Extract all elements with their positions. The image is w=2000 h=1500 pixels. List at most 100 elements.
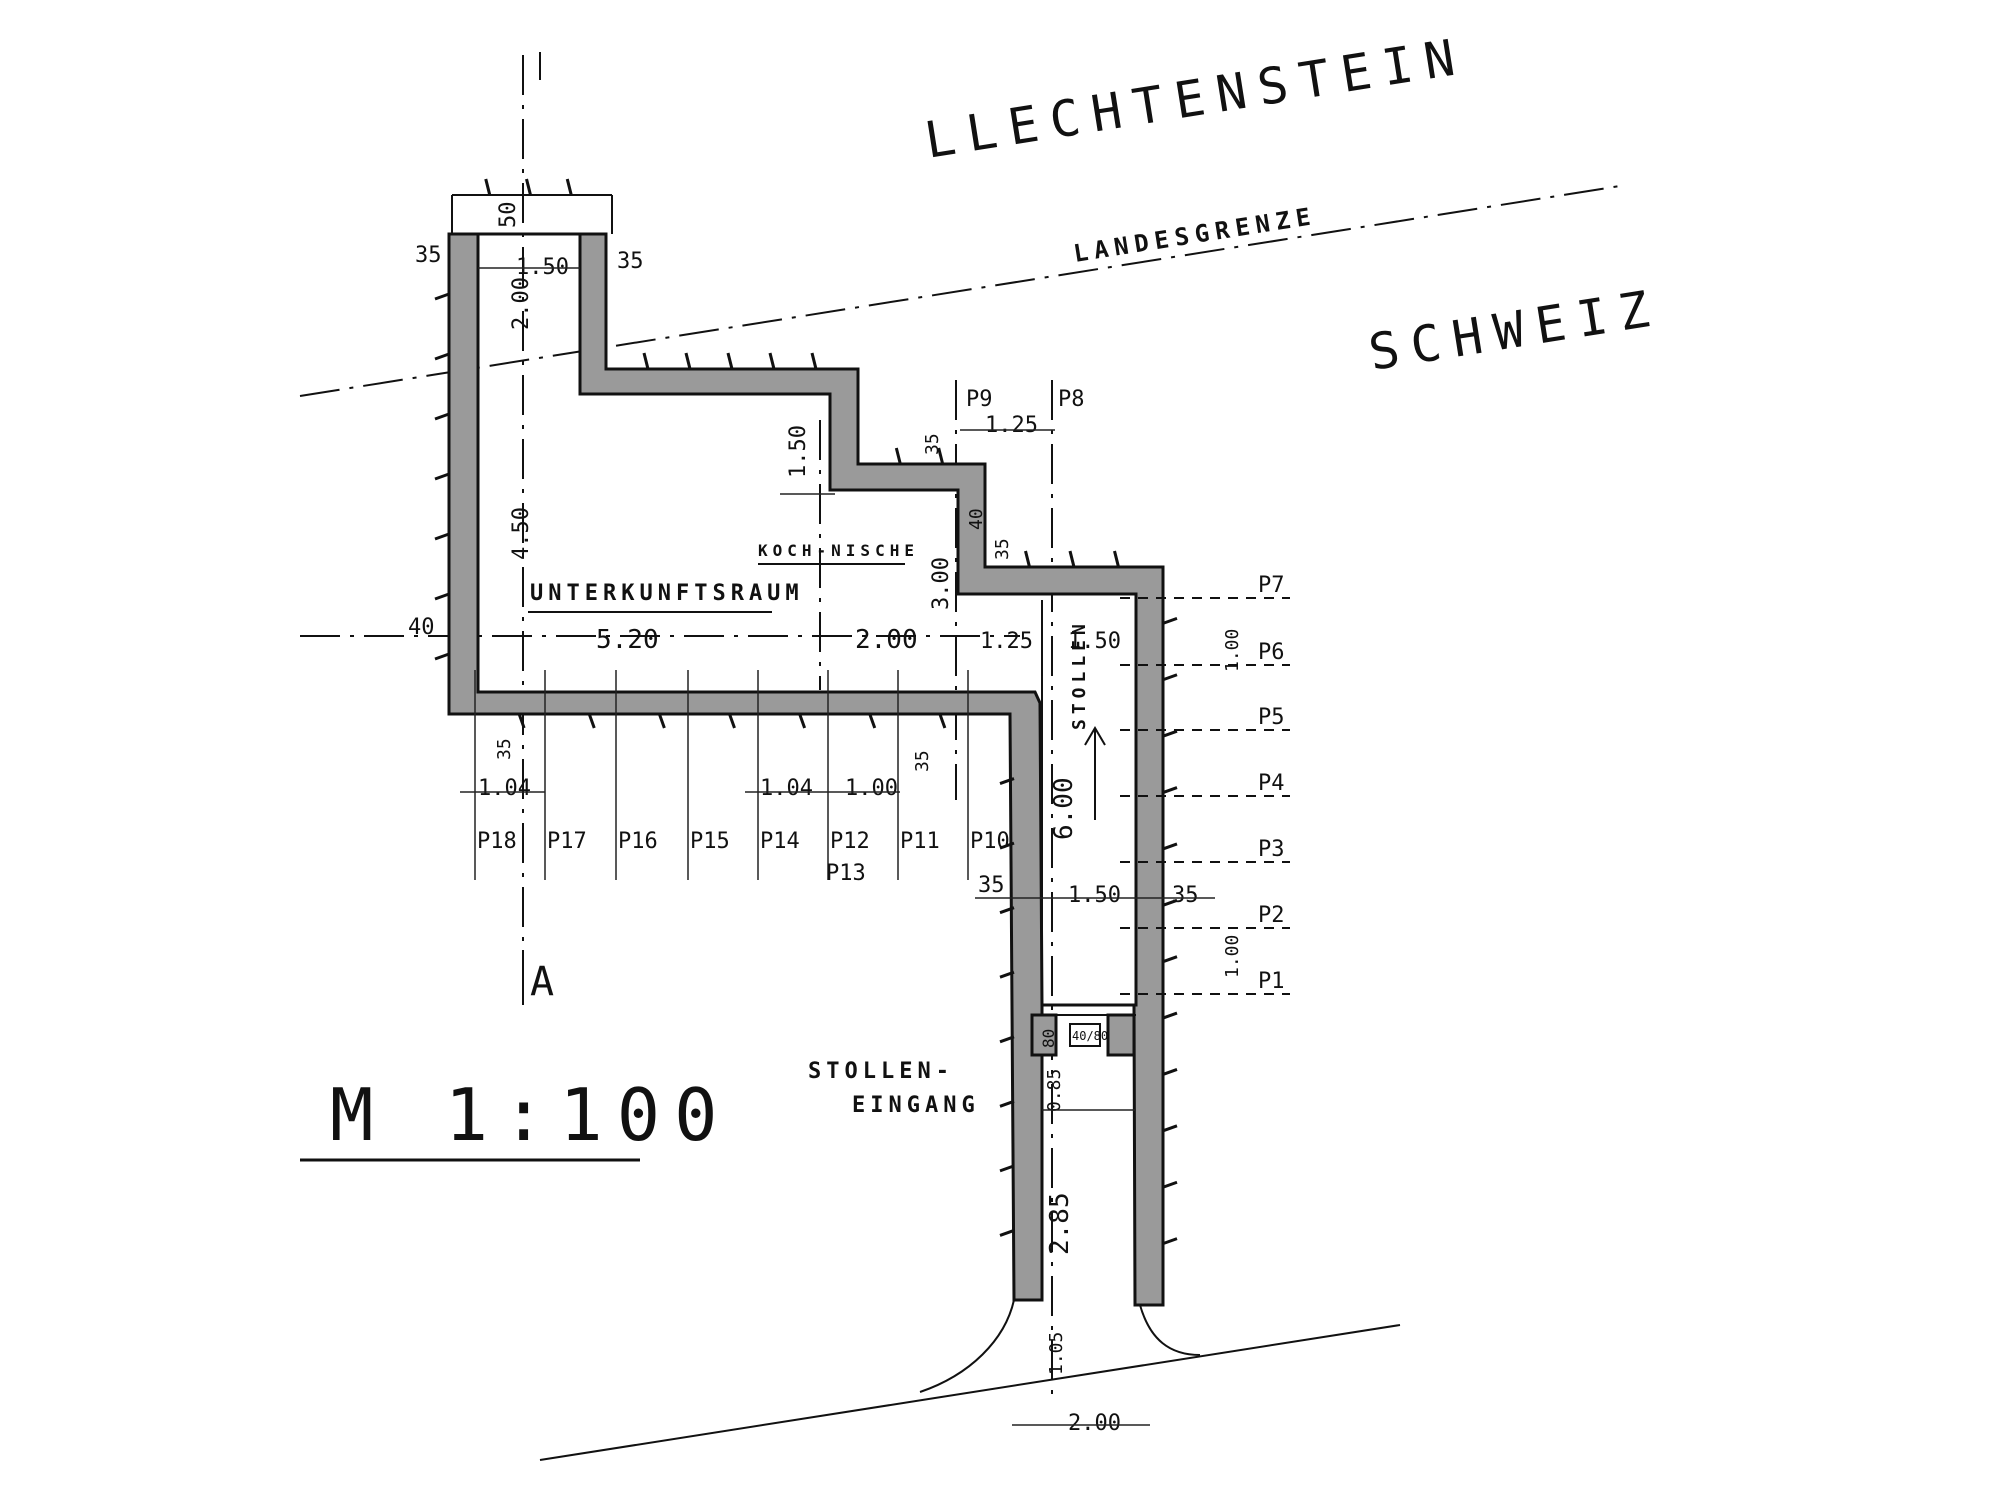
dim-35-step: 35 <box>922 433 943 455</box>
wall-tick <box>937 447 945 465</box>
dim-6-00: 6.00 <box>1049 777 1079 840</box>
post-label: P1 <box>1258 969 1285 994</box>
entrance-label-1: STOLLEN- <box>808 1059 954 1084</box>
wall-tick <box>484 178 492 196</box>
dim-4-50: 4.50 <box>509 507 534 560</box>
door-leaf <box>1069 1023 1101 1047</box>
wall-tick <box>517 713 526 729</box>
dim-35-bottom-left: 35 <box>494 738 515 760</box>
dim-50: 50 <box>496 202 521 229</box>
wall-tick <box>434 412 450 421</box>
wall-tick <box>1162 786 1178 794</box>
entrance-label-2: EINGANG <box>852 1093 980 1118</box>
wall-tick <box>999 906 1015 915</box>
post-label: P11 <box>900 829 940 854</box>
wall-tick <box>434 352 450 361</box>
wall-tick <box>525 178 532 196</box>
dim-35-right-top: 35 <box>617 249 644 274</box>
dim-1-04-left: 1.04 <box>478 776 531 801</box>
dim-2-00-bottom: 2.00 <box>1068 1411 1121 1436</box>
wall-tick <box>1162 1180 1178 1189</box>
dim-1-25-top: 1.25 <box>985 413 1038 438</box>
dim-1-05: 1.05 <box>1046 1332 1067 1375</box>
post-label: P16 <box>618 829 658 854</box>
entrance-curve-left <box>919 1299 1015 1393</box>
niche-label: KOCH-NISCHE <box>758 541 919 560</box>
border-label: LANDESGRENZE <box>1072 202 1319 268</box>
terrain-line <box>539 1324 1401 1461</box>
post-label: P8 <box>1058 387 1085 412</box>
corridor-arrowhead <box>1084 726 1106 746</box>
wall-tick <box>726 352 734 370</box>
post-label: P2 <box>1258 903 1285 928</box>
dim-0-85: 0.85 <box>1044 1069 1065 1112</box>
post-label: P9 <box>966 387 993 412</box>
wall-tick <box>999 970 1015 979</box>
dim-40-80: 40/80 <box>1072 1029 1108 1043</box>
wall-tick <box>999 1035 1015 1044</box>
wall-tick <box>728 713 736 729</box>
section-a-label: A <box>530 959 554 1005</box>
post-label: P14 <box>760 829 800 854</box>
wall-tick <box>1162 673 1178 682</box>
corridor-label: STOLLEN <box>1069 619 1090 730</box>
wall-tick <box>1162 729 1178 738</box>
dim-2-00-shaft: 2.00 <box>509 277 534 330</box>
wall-tick <box>868 713 877 729</box>
post-label: P12 <box>830 829 870 854</box>
post-p13: P13 <box>826 861 866 886</box>
wall-tick <box>1162 1011 1178 1020</box>
scale-label: M 1:100 <box>330 1073 731 1157</box>
post-label: P17 <box>547 829 587 854</box>
door-frame-left <box>1030 1013 1058 1057</box>
dim-1-50-corridor: 1.50 <box>1068 883 1121 908</box>
dim-1-25: 1.25 <box>980 629 1033 654</box>
wall-tick <box>999 1099 1015 1108</box>
dim-1-00-bottom: 1.00 <box>1222 935 1243 978</box>
post-label: P10 <box>970 829 1010 854</box>
wall-tick <box>1162 898 1178 907</box>
wall-tick <box>798 713 807 729</box>
post-label: P4 <box>1258 771 1285 796</box>
wall-tick <box>434 472 450 481</box>
wall-tick <box>1162 1124 1178 1133</box>
post-label: P6 <box>1258 640 1285 665</box>
wall-tick <box>1162 1237 1178 1246</box>
wall-tick <box>684 352 692 370</box>
dim-35-left-top: 35 <box>415 243 442 268</box>
wall-tick <box>565 178 573 196</box>
dim-5-20: 5.20 <box>596 625 659 655</box>
dim-35-corridor-left: 35 <box>978 873 1005 898</box>
door-frame-right <box>1106 1013 1136 1057</box>
wall-tick <box>642 352 650 370</box>
wall-tick <box>1113 550 1120 568</box>
dim-2-85: 2.85 <box>1045 1192 1075 1255</box>
dim-1-00-right: 1.00 <box>1222 629 1243 672</box>
dim-80: 80 <box>1039 1029 1058 1048</box>
national-border-line <box>299 185 1621 397</box>
dim-1-04-mid: 1.04 <box>760 776 813 801</box>
wall-tick <box>657 713 666 729</box>
posts-top: P9 P8 <box>966 387 1085 412</box>
wall-tick <box>434 532 450 541</box>
wall-tick <box>1162 1068 1178 1076</box>
wall-tick <box>1068 550 1076 568</box>
dim-1-50-niche: 1.50 <box>786 425 811 478</box>
wall-tick <box>768 352 776 370</box>
country-north-label: LLECHTENSTEIN <box>921 27 1471 170</box>
dim-40-left: 40 <box>408 615 435 640</box>
wall-tick <box>434 292 450 301</box>
wall-tick <box>434 652 450 661</box>
post-label: P5 <box>1258 705 1285 730</box>
wall-tick <box>999 777 1015 785</box>
wall-tick <box>1024 550 1031 568</box>
dim-35-corridor-right: 35 <box>1172 883 1199 908</box>
post-label: P15 <box>690 829 730 854</box>
dim-1-00-mid: 1.00 <box>845 776 898 801</box>
wall-tick <box>434 592 450 601</box>
wall-tick <box>894 447 902 465</box>
dim-35-bottom-mid: 35 <box>912 750 933 772</box>
